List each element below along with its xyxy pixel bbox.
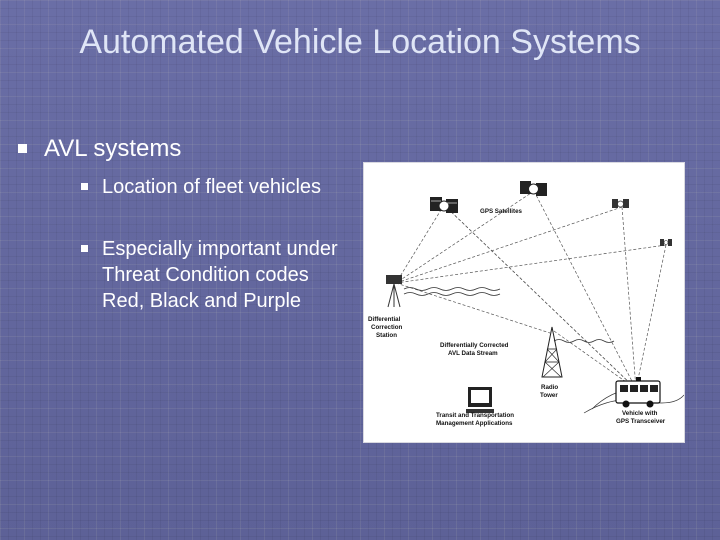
label-transit-2: Management Applications: [436, 420, 513, 427]
label-station: Station: [376, 332, 397, 339]
bullet-level-1: AVL systems: [18, 133, 364, 165]
radio-tower-icon: [541, 326, 563, 378]
sub-bullet-text: Location of fleet vehicles: [102, 176, 322, 198]
label-radio: Radio: [541, 384, 558, 391]
vehicle-bus-icon: [615, 377, 661, 408]
label-gps-satellites: GPS Satellites: [480, 208, 523, 215]
avl-diagram: GPS Satellites Differential Correction S…: [364, 163, 684, 442]
avl-diagram-svg: GPS Satellites Differential Correction S…: [368, 181, 684, 427]
label-correction: Correction: [371, 324, 403, 331]
label-differential: Differential: [368, 316, 401, 323]
satellite-icon: [612, 199, 629, 208]
square-bullet-icon: [81, 245, 88, 252]
label-vehicle-1: Vehicle with: [622, 410, 658, 417]
sub-bullet-2: Especially important under Threat Condit…: [81, 236, 352, 314]
bullet-text-avl-systems: AVL systems: [44, 135, 182, 162]
slide-title: Automated Vehicle Location Systems: [79, 23, 641, 61]
satellite-icon: [660, 239, 672, 246]
satellite-icon: [430, 197, 458, 213]
signal-lines: [395, 190, 667, 390]
label-vehicle-2: GPS Transceiver: [616, 418, 666, 425]
sub-bullet-1: Location of fleet vehicles: [81, 174, 352, 200]
computer-icon: [466, 387, 494, 413]
label-transit-1: Transit and Transportation: [436, 412, 514, 419]
data-stream-arrows: [403, 287, 615, 343]
label-tower: Tower: [540, 392, 558, 399]
sub-bullet-text: Especially important under Threat Condit…: [102, 238, 338, 312]
square-bullet-icon: [81, 183, 88, 190]
label-data-stream-1: Differentially Corrected: [440, 342, 509, 349]
correction-station-icon: [386, 275, 402, 308]
label-data-stream-2: AVL Data Stream: [448, 350, 498, 357]
satellite-icon: [520, 181, 547, 196]
square-bullet-icon: [18, 144, 27, 153]
